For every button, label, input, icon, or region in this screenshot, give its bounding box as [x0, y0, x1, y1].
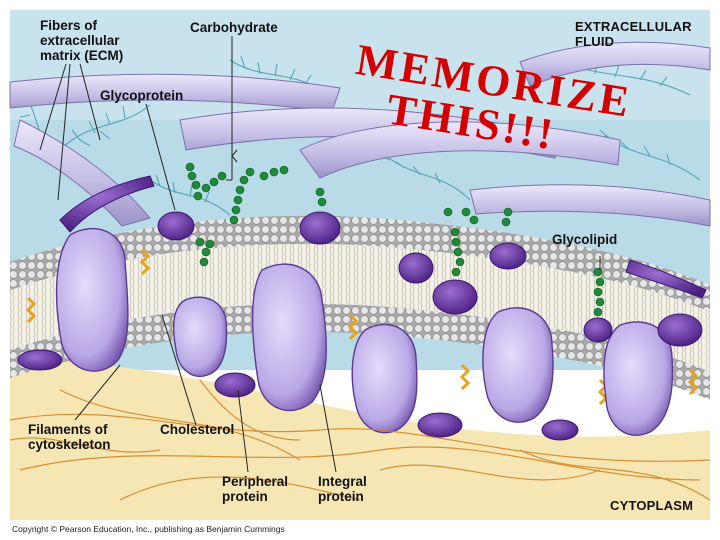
label-peripheral-protein: Peripheral protein [222, 474, 289, 504]
ecm-fibers [9, 41, 711, 227]
peripheral-proteins [17, 175, 707, 441]
hydrophobic-core [10, 243, 710, 372]
label-glycolipid: Glycolipid [552, 232, 618, 247]
label-cytoplasm: CYTOPLASM [610, 498, 694, 513]
copyright-notice: Copyright © Pearson Education, Inc., pub… [12, 524, 285, 534]
outer-leaflet [10, 215, 710, 312]
label-glycoprotein: Glycoprotein [100, 88, 184, 103]
label-cholesterol: Cholesterol [160, 422, 235, 437]
integral-proteins [55, 227, 674, 436]
carbohydrate-chains [185, 162, 605, 317]
label-integral-protein: Integral protein [318, 474, 367, 504]
label-fibers-ecm: Fibers of extracellular matrix (ECM) [40, 18, 124, 63]
label-carbohydrate: Carbohydrate [190, 20, 278, 35]
label-extracellular-fluid: EXTRACELLULAR FLUID [575, 19, 692, 49]
leader-lines [39, 36, 601, 473]
label-filaments-cytoskeleton: Filaments of cytoskeleton [28, 422, 111, 452]
cytoskeleton-filaments [9, 379, 711, 501]
